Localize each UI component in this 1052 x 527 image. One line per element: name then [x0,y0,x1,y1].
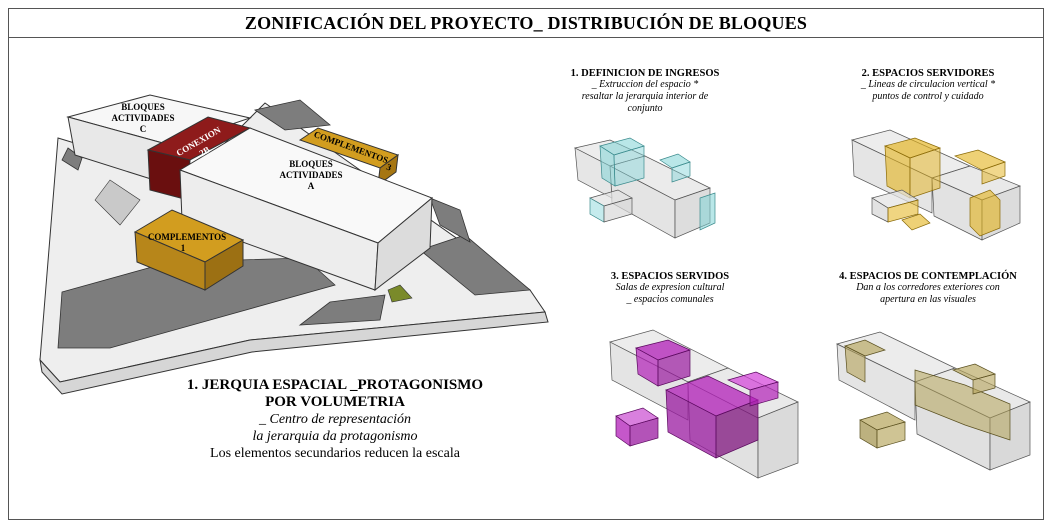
panel-2-caption: 2. ESPACIOS SERVIDORES _ Lineas de circu… [828,68,1028,103]
label-bloques-a-1: BLOQUES [289,159,333,169]
panel-2-heading: 2. ESPACIOS SERVIDORES [861,68,995,79]
main-caption-line-3: Los elementos secundarios reducen la esc… [210,446,460,461]
main-caption-line-2: la jerarquia da protagonismo [252,429,418,444]
panel-3-caption: 3. ESPACIOS SERVIDOS Salas de expresion … [570,271,770,306]
panel-4-line-2: apertura en las visuales [880,294,976,305]
label-bloques-c-2: ACTIVIDADES [111,113,174,123]
diagram-4-contemplacion [836,331,1031,471]
content-panel [8,38,1044,520]
label-conexion-2: 2B [197,144,211,158]
complementos-3-block [298,127,400,187]
panel-3-line-1: Salas de expresion cultural [615,282,725,293]
panel-1-line-1: _ Extruccion del espacio * [591,79,699,90]
label-complementos-1-2: 1 [181,243,186,253]
panel-2-line-2: puntos de control y cuidado [872,91,984,102]
main-caption-line-1: _ Centro de representación [258,412,412,427]
page-title: ZONIFICACIÓN DEL PROYECTO_ DISTRIBUCIÓN … [244,12,808,33]
title-bar: ZONIFICACIÓN DEL PROYECTO_ DISTRIBUCIÓN … [8,8,1044,38]
panel-3-heading: 3. ESPACIOS SERVIDOS [610,271,730,282]
main-caption-heading-1: 1. JERQUIA ESPACIAL _PROTAGONISMO [186,377,484,393]
panel-4-heading: 4. ESPACIOS DE CONTEMPLACIÓN [839,271,1017,282]
label-bloques-c-3: C [140,124,147,134]
panel-4-line-1: Dan a los corredores exteriores con [856,282,1000,293]
diagram-1-ingresos [573,137,716,239]
panel-1-line-3: conjunto [627,103,663,114]
main-caption-heading-2: POR VOLUMETRIA [265,394,405,410]
bloque-actividades-a [178,127,433,292]
diagram-2-servidores [850,129,1021,241]
diagram-3-servidos [609,329,799,479]
panel-2-line-1: _ Lineas de circulacion vertical * [860,79,996,90]
panel-1-caption: 1. DEFINICION DE INGRESOS _ Extruccion d… [545,68,745,115]
label-complementos-1-1: COMPLEMENTOS [148,232,226,242]
panel-1-line-2: resaltar la jerarquia interior de [581,91,709,102]
label-bloques-a-3: A [308,181,315,191]
complementos-1-block [133,209,245,291]
plaza-areas [57,99,531,349]
label-bloques-a-2: ACTIVIDADES [279,170,342,180]
panel-4-caption: 4. ESPACIOS DE CONTEMPLACIÓN Dan a los c… [818,271,1038,306]
label-bloques-c-1: BLOQUES [121,102,165,112]
panel-3-line-2: _ espacios comunales [626,294,714,305]
main-caption: 1. JERQUIA ESPACIAL _PROTAGONISMO POR VO… [185,377,485,462]
panel-1-heading: 1. DEFINICION DE INGRESOS [570,68,720,79]
label-complementos-3-2: 3 [385,162,393,173]
